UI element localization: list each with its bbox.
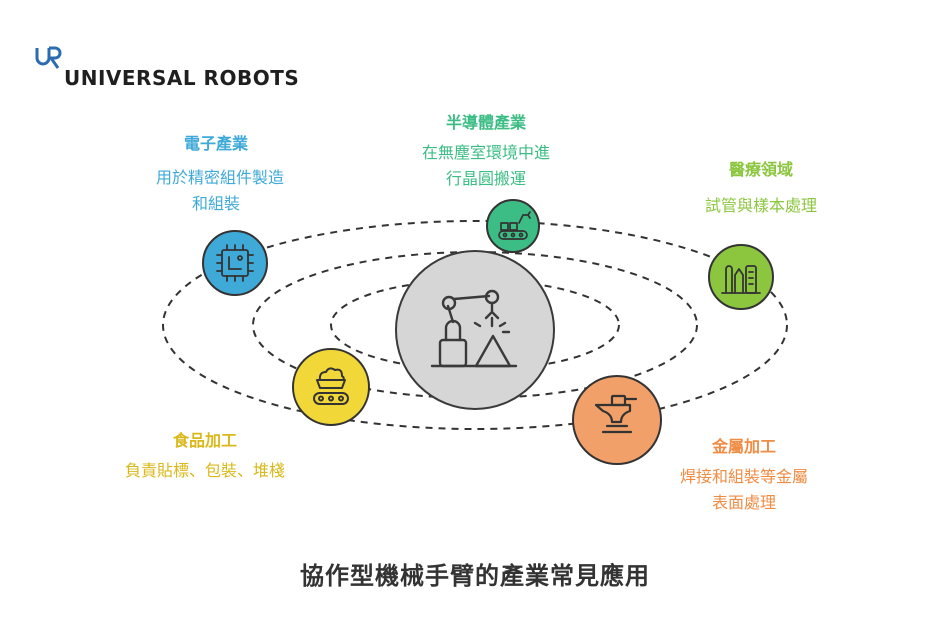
electronics-desc-line: 和組裝 xyxy=(191,194,240,213)
medical-desc: 試管與樣本處理 xyxy=(676,193,846,219)
center-hub xyxy=(395,250,555,410)
label-metal: 金屬加工 焊接和組裝等金屬 表面處理 xyxy=(654,436,834,516)
electronics-node xyxy=(202,230,268,296)
metal-desc: 焊接和組裝等金屬 表面處理 xyxy=(654,464,834,516)
ur-logo-mark-icon xyxy=(35,46,62,69)
label-food: 食品加工 負責貼標、包裝、堆棧 xyxy=(90,430,320,484)
label-electronics: 電子產業 用於精密組件製造 和組裝 xyxy=(156,133,285,217)
robot-arm-icon xyxy=(430,289,518,368)
diagram-caption: 協作型機械手臂的產業常見應用 xyxy=(300,562,650,590)
food-desc: 負責貼標、包裝、堆棧 xyxy=(90,458,320,484)
food-conveyor-icon xyxy=(313,367,349,405)
logo-wordmark: UNIVERSAL ROBOTS xyxy=(64,66,300,90)
middle-orbit xyxy=(252,251,698,399)
conveyor-robot-icon xyxy=(498,211,531,240)
anvil-hammer-icon xyxy=(594,394,638,434)
universal-robots-logo: UNIVERSAL ROBOTS xyxy=(34,42,299,90)
medical-title: 醫療領域 xyxy=(728,160,793,179)
electronics-desc: 用於精密組件製造 和組裝 xyxy=(156,165,285,217)
electronics-title: 電子產業 xyxy=(183,134,248,153)
medical-node xyxy=(708,244,774,310)
semiconductor-node xyxy=(486,199,540,253)
label-medical: 醫療領域 試管與樣本處理 xyxy=(676,159,846,219)
food-node xyxy=(292,348,370,426)
label-semiconductor: 半導體產業 在無塵室環境中進 行晶圓搬運 xyxy=(386,112,586,192)
metal-desc-line: 表面處理 xyxy=(711,493,776,512)
food-title: 食品加工 xyxy=(172,431,237,450)
metal-node xyxy=(572,375,662,465)
medical-desc-line: 試管與樣本處理 xyxy=(704,196,817,215)
semiconductor-desc-line: 行晶圓搬運 xyxy=(445,169,526,188)
metal-title: 金屬加工 xyxy=(711,437,776,456)
test-tubes-icon xyxy=(721,265,761,294)
semiconductor-title: 半導體產業 xyxy=(445,113,526,132)
metal-desc-line: 焊接和組裝等金屬 xyxy=(679,467,808,486)
semiconductor-desc: 在無塵室環境中進 行晶圓搬運 xyxy=(386,140,586,192)
electronics-desc-line: 用於精密組件製造 xyxy=(156,168,285,187)
outer-orbit xyxy=(162,220,788,430)
circuit-chip-icon xyxy=(216,244,254,282)
food-desc-line: 負責貼標、包裝、堆棧 xyxy=(124,461,285,480)
semiconductor-desc-line: 在無塵室環境中進 xyxy=(421,143,550,162)
